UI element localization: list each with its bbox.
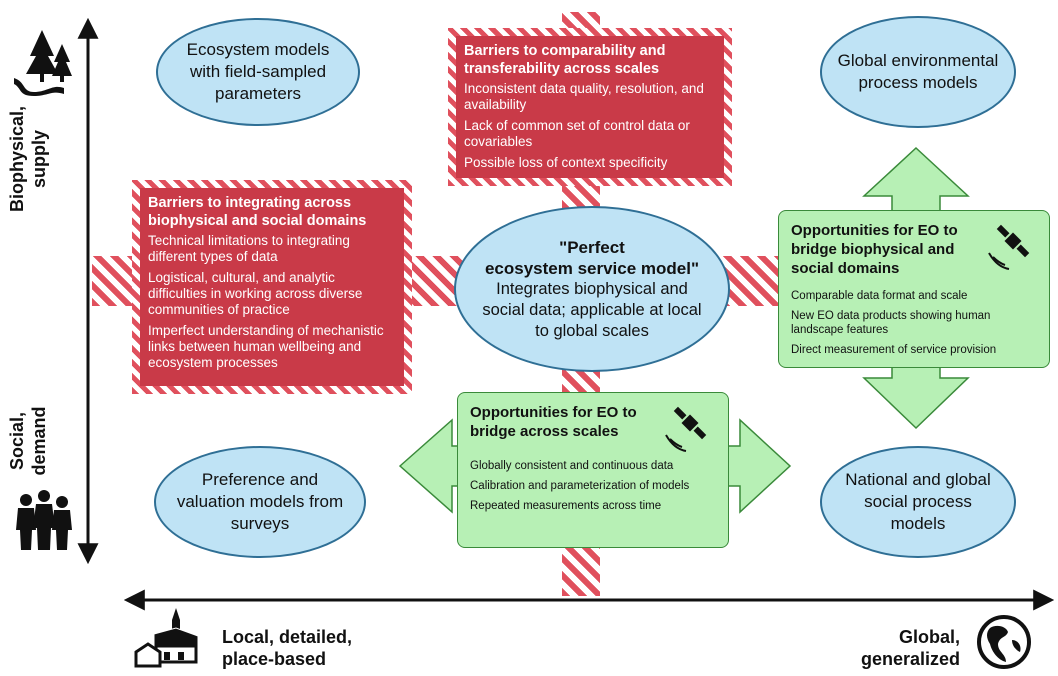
- barrier-scales-box: Barriers to comparability and transferab…: [448, 28, 732, 186]
- globe-icon: [977, 615, 1031, 669]
- trees-river-icon: [14, 30, 72, 96]
- opportunity-domains-item: Direct measurement of service provision: [791, 344, 997, 356]
- y-axis-bottom-label: Social, demand: [7, 406, 49, 476]
- ellipse-social-process: National and global social process model…: [820, 446, 1016, 558]
- ellipse-global-environmental: Global environmental process models: [820, 16, 1016, 128]
- x-axis-right-label: Global, generalized: [860, 627, 960, 669]
- opportunity-scales-title: Opportunities for EO to bridge across sc…: [470, 404, 637, 440]
- y-axis-top-label: Biophysical, supply: [7, 105, 49, 213]
- people-icon: [16, 490, 72, 550]
- barrier-scales-item: Lack of common set of control data or co…: [464, 118, 690, 149]
- ellipse-preference-valuation: Preference and valuation models from sur…: [154, 446, 366, 558]
- perfect-model-body: Integrates biophysical and social data; …: [482, 279, 702, 340]
- perfect-model-ellipse: "Perfect ecosystem service model" Integr…: [454, 206, 730, 372]
- perfect-model-title-1: "Perfect: [559, 237, 625, 257]
- barrier-scales-title: Barriers to comparability and transferab…: [464, 43, 666, 77]
- perfect-model-title-2: ecosystem service model": [484, 258, 700, 278]
- satellite-icon: [665, 406, 707, 452]
- barrier-domains-box: Barriers to integrating across biophysic…: [132, 180, 412, 394]
- barrier-domains-item: Imperfect understanding of mechanistic l…: [148, 323, 384, 370]
- barrier-domains-title: Barriers to integrating across biophysic…: [148, 195, 367, 229]
- opportunity-domains-item: New EO data products showing human lands…: [791, 310, 991, 336]
- x-axis-left-label: Local, detailed, place-based: [222, 627, 353, 669]
- village-icon: [134, 608, 199, 668]
- barrier-domains-item: Logistical, cultural, and analytic diffi…: [148, 270, 363, 317]
- opportunity-scales-item: Calibration and parameterization of mode…: [470, 480, 690, 492]
- opportunity-scales-item: Globally consistent and continuous data: [470, 460, 674, 472]
- opportunity-scales-box: Opportunities for EO to bridge across sc…: [457, 392, 729, 548]
- opportunity-domains-item: Comparable data format and scale: [791, 290, 968, 302]
- barrier-scales-item: Inconsistent data quality, resolution, a…: [464, 81, 704, 112]
- ellipse-field-models: Ecosystem models with field-sampled para…: [156, 18, 360, 126]
- barrier-domains-item: Technical limitations to integrating dif…: [148, 233, 350, 264]
- opportunity-scales-item: Repeated measurements across time: [470, 500, 662, 512]
- satellite-icon: [988, 224, 1030, 270]
- barrier-band-horizontal-right: [722, 256, 784, 306]
- barrier-scales-item: Possible loss of context specificity: [464, 155, 668, 170]
- opportunity-domains-box: Opportunities for EO to bridge biophysic…: [778, 210, 1050, 368]
- opportunity-domains-title: Opportunities for EO to bridge biophysic…: [791, 222, 958, 277]
